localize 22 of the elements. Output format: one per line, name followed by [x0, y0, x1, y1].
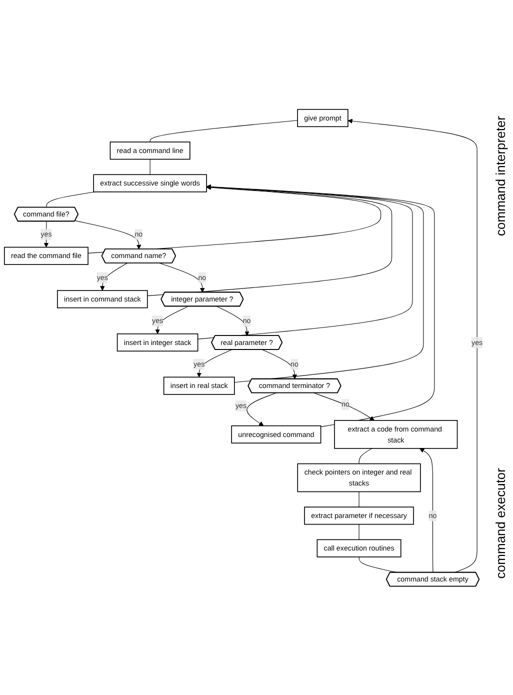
- arrow: [262, 349, 298, 379]
- section-label: command interpreter: [492, 116, 508, 236]
- arrow: [159, 262, 205, 292]
- connector: [358, 448, 372, 464]
- connector: [46, 191, 96, 208]
- connector: [358, 524, 360, 540]
- arrow: [216, 306, 250, 336]
- arrow: [348, 118, 478, 572]
- arrow: [198, 184, 413, 339]
- section-label: command executor: [492, 468, 508, 579]
- connector: [150, 120, 298, 142]
- arrow: [155, 306, 188, 334]
- arrow: [419, 448, 434, 572]
- arrow: [206, 184, 435, 427]
- arrow: [246, 392, 276, 426]
- arrow: [100, 262, 128, 290]
- arrow: [74, 220, 142, 250]
- connector: [358, 491, 360, 507]
- arrow: [147, 184, 392, 296]
- arrow: [196, 349, 232, 378]
- arrow: [88, 184, 382, 254]
- arrow: [314, 392, 375, 420]
